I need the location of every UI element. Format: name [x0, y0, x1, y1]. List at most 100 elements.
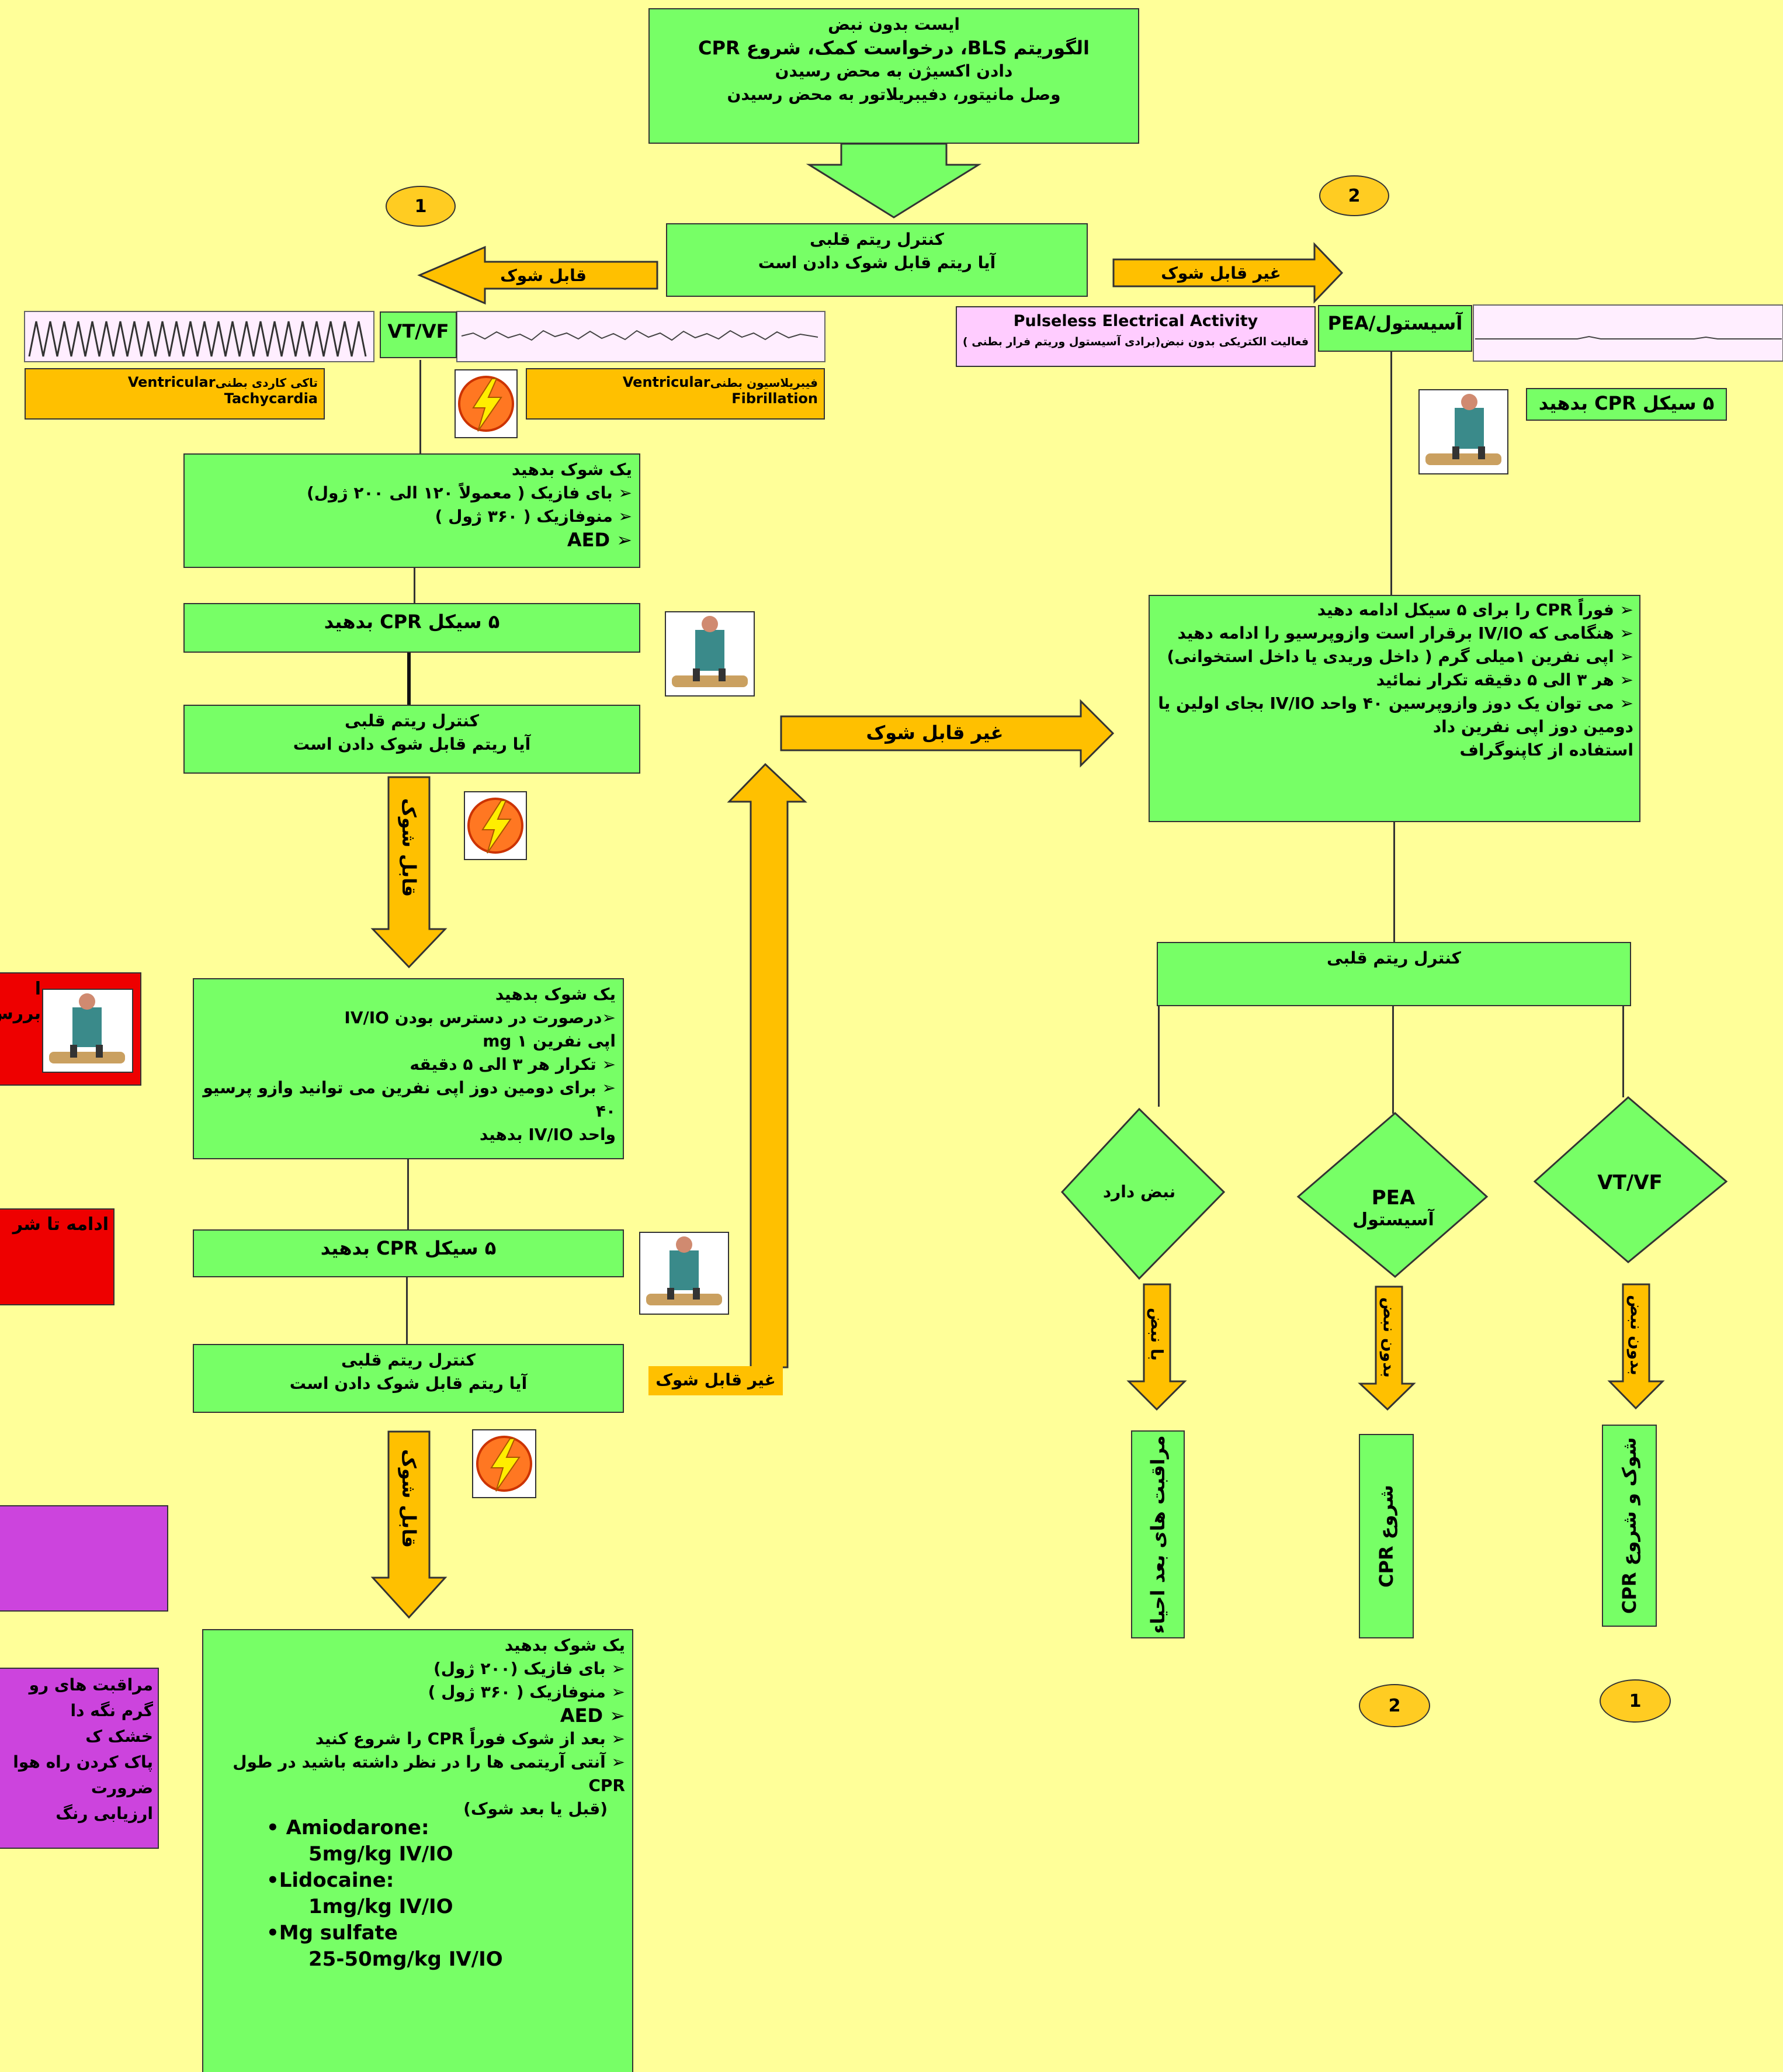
label-shockable-top: قابل شوک: [500, 266, 587, 285]
vf-fa: فیبریلاسیون بطنی: [710, 376, 818, 390]
vt-fa: تاکی کاردی بطنی: [215, 376, 318, 390]
down-arrow-shockable-2: [370, 1430, 448, 1619]
line-rhythm-split-right: [1622, 1006, 1624, 1097]
cpr5-right: ۵ سیکل CPR بدهید: [1538, 392, 1715, 414]
left-arrow-shockable: [417, 245, 658, 305]
cpr5-b: ۵ سیکل CPR بدهید: [320, 1237, 497, 1259]
shock2-item-3-text: تکرار هر ۳ الی ۵ دقیقه: [410, 1055, 596, 1074]
start-line-3: دادن اکسیژن به محض رسیدن: [775, 61, 1013, 81]
diamond-pea-line2: آسیستول: [1352, 1210, 1434, 1230]
rhythm-check-right: [1157, 942, 1631, 1006]
ecg-vf-strip: [456, 311, 825, 362]
label-non-shockable-bottom: غیر قابل شوک: [655, 1370, 776, 1390]
outcome-post-care-box: [1131, 1430, 1185, 1638]
outcome-start-cpr-box: [1359, 1434, 1414, 1638]
down-arrow-start: [806, 143, 982, 219]
line-vtvf-down: [419, 360, 421, 453]
start-box-text: ایست بدون نبض الگوریتم BLS، درخواست کمک،…: [648, 13, 1139, 106]
vtvf-label-box: [380, 311, 457, 358]
cpr5-a-box: [183, 603, 640, 653]
down-arrow-shockable-1: [370, 776, 448, 969]
rhythm-check-top-text: کنترل ریتم قلبی آیا ریتم قابل شوک دادن ا…: [666, 228, 1088, 275]
pea-box-fa: فعالیت الکتریکی بدون نبض(برادی آسیستول و…: [962, 335, 1309, 348]
shock3-item-1: ➢ بای فازیک (۲۰۰ ژول): [433, 1659, 625, 1678]
pea-protocol-item-1-text: فوراً CPR را برای ۵ سیکل ادامه دهید: [1317, 600, 1614, 619]
left-purple-line-1: مراقبت های رو: [29, 1675, 153, 1695]
pea-protocol-item-5-text: می توان یک دوز وازوپرسین ۴۰ واحد IV/IO ب…: [1158, 694, 1614, 713]
ecg-vt-wave: [28, 321, 367, 357]
drug-lidocaine-dose: 1mg/kg IV/IO: [308, 1895, 453, 1918]
shock2-item-5-text: واحد IV/IO بدهید: [479, 1125, 616, 1144]
rhythm-check-2-line1: کنترل ریتم قلبی: [345, 711, 479, 730]
label-no-pulse-pea: بدون نبض: [1379, 1297, 1399, 1378]
left-red-1-line1: ا: [34, 979, 41, 999]
left-red-box-2-text: ادامه تا شر: [12, 1214, 109, 1235]
vt-box-text: تاکی کاردی بطنیVentricular Tachycardia: [25, 374, 325, 407]
shock1-item-2: ➢ منوفازیک ( ۳۶۰ ژول ): [435, 507, 632, 526]
label-shockable-1: قابل شوک: [398, 798, 420, 897]
line-rhythm-split-mid: [1392, 1006, 1394, 1114]
label-shockable-2: قابل شوک: [398, 1449, 420, 1548]
line-cpr-rhythm2: [406, 1277, 408, 1345]
left-purple-line-2: گرم نگه دا: [70, 1701, 153, 1720]
label-with-pulse: با نبض: [1147, 1307, 1167, 1361]
circle-2-bottom: 2: [1359, 1684, 1430, 1727]
shock2-text: یک شوک بدهید ➢درصورت در دسترس بودن IV/IO…: [193, 983, 624, 1146]
vf-box-text: فیبریلاسیون بطنیVentricular Fibrillation: [526, 374, 825, 407]
line-rhythm-split-left: [1158, 1006, 1160, 1107]
line-shock1-cpr: [414, 568, 415, 603]
diamond-pea-line1: PEA: [1371, 1186, 1416, 1210]
pea-box-en: Pulseless Electrical Activity: [1013, 312, 1258, 330]
cpr5-right-box: [1526, 388, 1727, 421]
vt-box: [25, 368, 325, 420]
diamond-vtvf-text: VT/VF: [1597, 1171, 1663, 1194]
circle-2-top: 2: [1319, 175, 1389, 216]
right-arrow-non-shockable-mid: [780, 699, 1115, 768]
pea-protocol-text: ➢ فوراً CPR را برای ۵ سیکل ادامه دهید ➢ …: [1149, 598, 1640, 762]
shock2-item-2-text: اپی نفرین mg ۱: [483, 1031, 616, 1051]
up-arrow-non-shockable: [727, 763, 807, 1368]
shock3-item-2-text: منوفازیک ( ۳۶۰ ژول ): [428, 1682, 606, 1702]
rhythm-check-right-text: کنترل ریتم قلبی: [1327, 948, 1461, 968]
down-arrow-no-pulse-vt: [1607, 1283, 1665, 1410]
ecg-vf-wave: [461, 330, 818, 341]
down-arrow-with-pulse: [1126, 1283, 1187, 1411]
outcome-post-care: مراقبت های بعد احیاء: [1147, 1435, 1169, 1634]
shock-icon-3: [472, 1429, 536, 1498]
pea-protocol-item-2: ➢ هنگامی که IV/IO برقرار است وازوپرسیو ر…: [1177, 623, 1633, 643]
shock3-drugs: • Amiodarone: 5mg/kg IV/IO •Lidocaine: 1…: [266, 1815, 617, 1973]
pea-protocol-item-7: استفاده از کاپنوگراف: [1156, 739, 1633, 762]
shock2-item-3: ➢ تکرار هر ۳ الی ۵ دقیقه: [410, 1055, 616, 1074]
shock3-item-4-text: بعد از شوک فوراً CPR را شروع کنید: [315, 1729, 606, 1748]
cpr-person-icon: [672, 616, 748, 687]
pea-protocol-item-4-text: هر ۳ الی ۵ دقیقه تکرار نمائید: [1376, 670, 1614, 689]
shock-icon-1: [455, 369, 518, 438]
left-purple-box-2-text: مراقبت های رو گرم نگه دا خشک ک پاک کردن …: [0, 1672, 153, 1827]
shock3-item-5-text: آنتی آریتمی ها را در نظر داشته باشید در …: [233, 1752, 625, 1795]
shock3-item-6: (قبل یا بعد شوک): [210, 1797, 625, 1821]
label-non-shockable-mid: غیر قابل شوک: [866, 722, 1004, 744]
shock3-text: یک شوک بدهید ➢ بای فازیک (۲۰۰ ژول) ➢ منو…: [202, 1634, 633, 1821]
drug-mg-sulfate: •Mg sulfate: [266, 1921, 398, 1945]
shock1-item-2-text: منوفازیک ( ۳۶۰ ژول ): [435, 507, 613, 526]
shock1-item-3: ➢ AED: [567, 529, 632, 551]
shock2-box: [193, 978, 624, 1159]
pea-protocol-item-7-text: استفاده از کاپنوگراف: [1459, 740, 1633, 760]
drug-amiodarone-dose: 5mg/kg IV/IO: [308, 1842, 453, 1866]
rhythm-check-top: [666, 223, 1088, 297]
left-red-1-line2: بررس: [0, 1003, 41, 1024]
ecg-vt-strip: [24, 311, 374, 362]
shock2-title: یک شوک بدهید: [495, 985, 616, 1004]
rhythm-check-2: [183, 705, 640, 774]
ecg-asystole-strip: [1473, 304, 1783, 362]
shock3-item-3-text: AED: [560, 1704, 603, 1727]
pea-protocol-item-2-text: هنگامی که IV/IO برقرار است وازوپرسیو را …: [1177, 623, 1614, 643]
cpr-person-icon: [646, 1236, 722, 1305]
rhythm-check-top-line1: کنترل ریتم قلبی: [810, 230, 944, 249]
diamond-pea-text: PEA آسیستول: [1314, 1186, 1472, 1230]
line-protocol-rhythm: [1393, 822, 1395, 943]
rhythm-check-2-text: کنترل ریتم قلبی آیا ریتم قابل شوک دادن ا…: [183, 709, 640, 756]
diamond-pea: [1296, 1111, 1489, 1278]
cpr-person-icon: [49, 993, 125, 1063]
left-purple-box-2: [0, 1668, 159, 1849]
